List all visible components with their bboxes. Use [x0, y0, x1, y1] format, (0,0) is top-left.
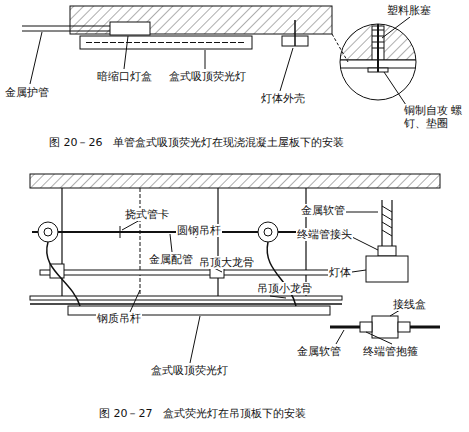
- leader-line: [130, 290, 140, 312]
- recessed-box: [110, 22, 150, 35]
- part-label: 终端管抱箍: [362, 345, 419, 358]
- part-label: 钢质吊杆: [96, 312, 142, 325]
- part-label: 灯体外壳: [260, 92, 306, 105]
- leader-line: [122, 220, 140, 230]
- part-label: 铜制自攻 螺钉、垫圈: [403, 104, 465, 129]
- steel-hanger: [140, 188, 141, 296]
- figure-20-27: [30, 174, 440, 363]
- junction-box: [38, 222, 58, 242]
- end-fitting: [378, 246, 396, 256]
- part-label: 金属护管: [4, 86, 50, 99]
- concrete-slab: [70, 6, 332, 34]
- leader-line: [270, 296, 286, 298]
- part-label: 金属软管: [296, 345, 342, 358]
- part-label: 盒式吸顶荧光灯: [150, 364, 229, 377]
- figure-20-26: [22, 6, 418, 108]
- main-runner: [40, 270, 330, 275]
- enlarged-detail: [338, 20, 418, 72]
- leader-line: [346, 212, 378, 272]
- leader-line: [170, 234, 172, 252]
- screw: [294, 20, 296, 46]
- steel-rod: [62, 188, 306, 296]
- metal-conduit: [22, 26, 110, 31]
- part-label: 金属软管: [300, 204, 346, 217]
- part-label: 吊顶大龙骨: [198, 256, 255, 269]
- part-label: 灯体: [328, 266, 352, 279]
- leader-line: [205, 50, 206, 69]
- tube: [86, 42, 246, 43]
- part-label: 接线盒: [392, 298, 427, 311]
- part-label: 塑料胀塞: [386, 4, 432, 17]
- junction-box: [258, 222, 278, 242]
- figure-caption: 图 20－26 单管盒式吸顶荧光灯在现浇混凝土屋板下的安装: [48, 136, 346, 149]
- leader-line: [382, 17, 410, 38]
- part-label: 终端管接头: [296, 228, 353, 241]
- leader-line: [214, 268, 222, 272]
- part-label: 挠式管卡: [124, 208, 170, 221]
- leader-line: [280, 48, 293, 91]
- flex-pipe-detail: [382, 200, 392, 246]
- leader-line: [336, 310, 400, 344]
- detail-circle: [340, 24, 416, 100]
- lamp-body-detail: [366, 256, 408, 282]
- part-label: 盒式吸顶荧光灯: [168, 70, 247, 83]
- part-label: 金属配管: [148, 253, 194, 266]
- junction-box-detail: [372, 316, 398, 338]
- part-label: 圆钢吊杆: [176, 224, 222, 237]
- flex-pipe: [47, 242, 80, 306]
- leader-line: [190, 316, 200, 363]
- flex-pipe: [267, 242, 296, 306]
- part-label: 暗缩口灯盒: [96, 70, 153, 83]
- lamp-body: [80, 36, 252, 49]
- leader-line: [384, 72, 408, 108]
- leader-line: [124, 36, 128, 69]
- figure-caption: 图 20－27 盒式荧光灯在吊顶板下的安装: [98, 407, 308, 420]
- part-label: 吊顶小龙骨: [256, 282, 313, 295]
- ceiling-slab: [30, 174, 440, 188]
- leader-line: [30, 32, 42, 84]
- flex-pipe-detail: [330, 326, 440, 329]
